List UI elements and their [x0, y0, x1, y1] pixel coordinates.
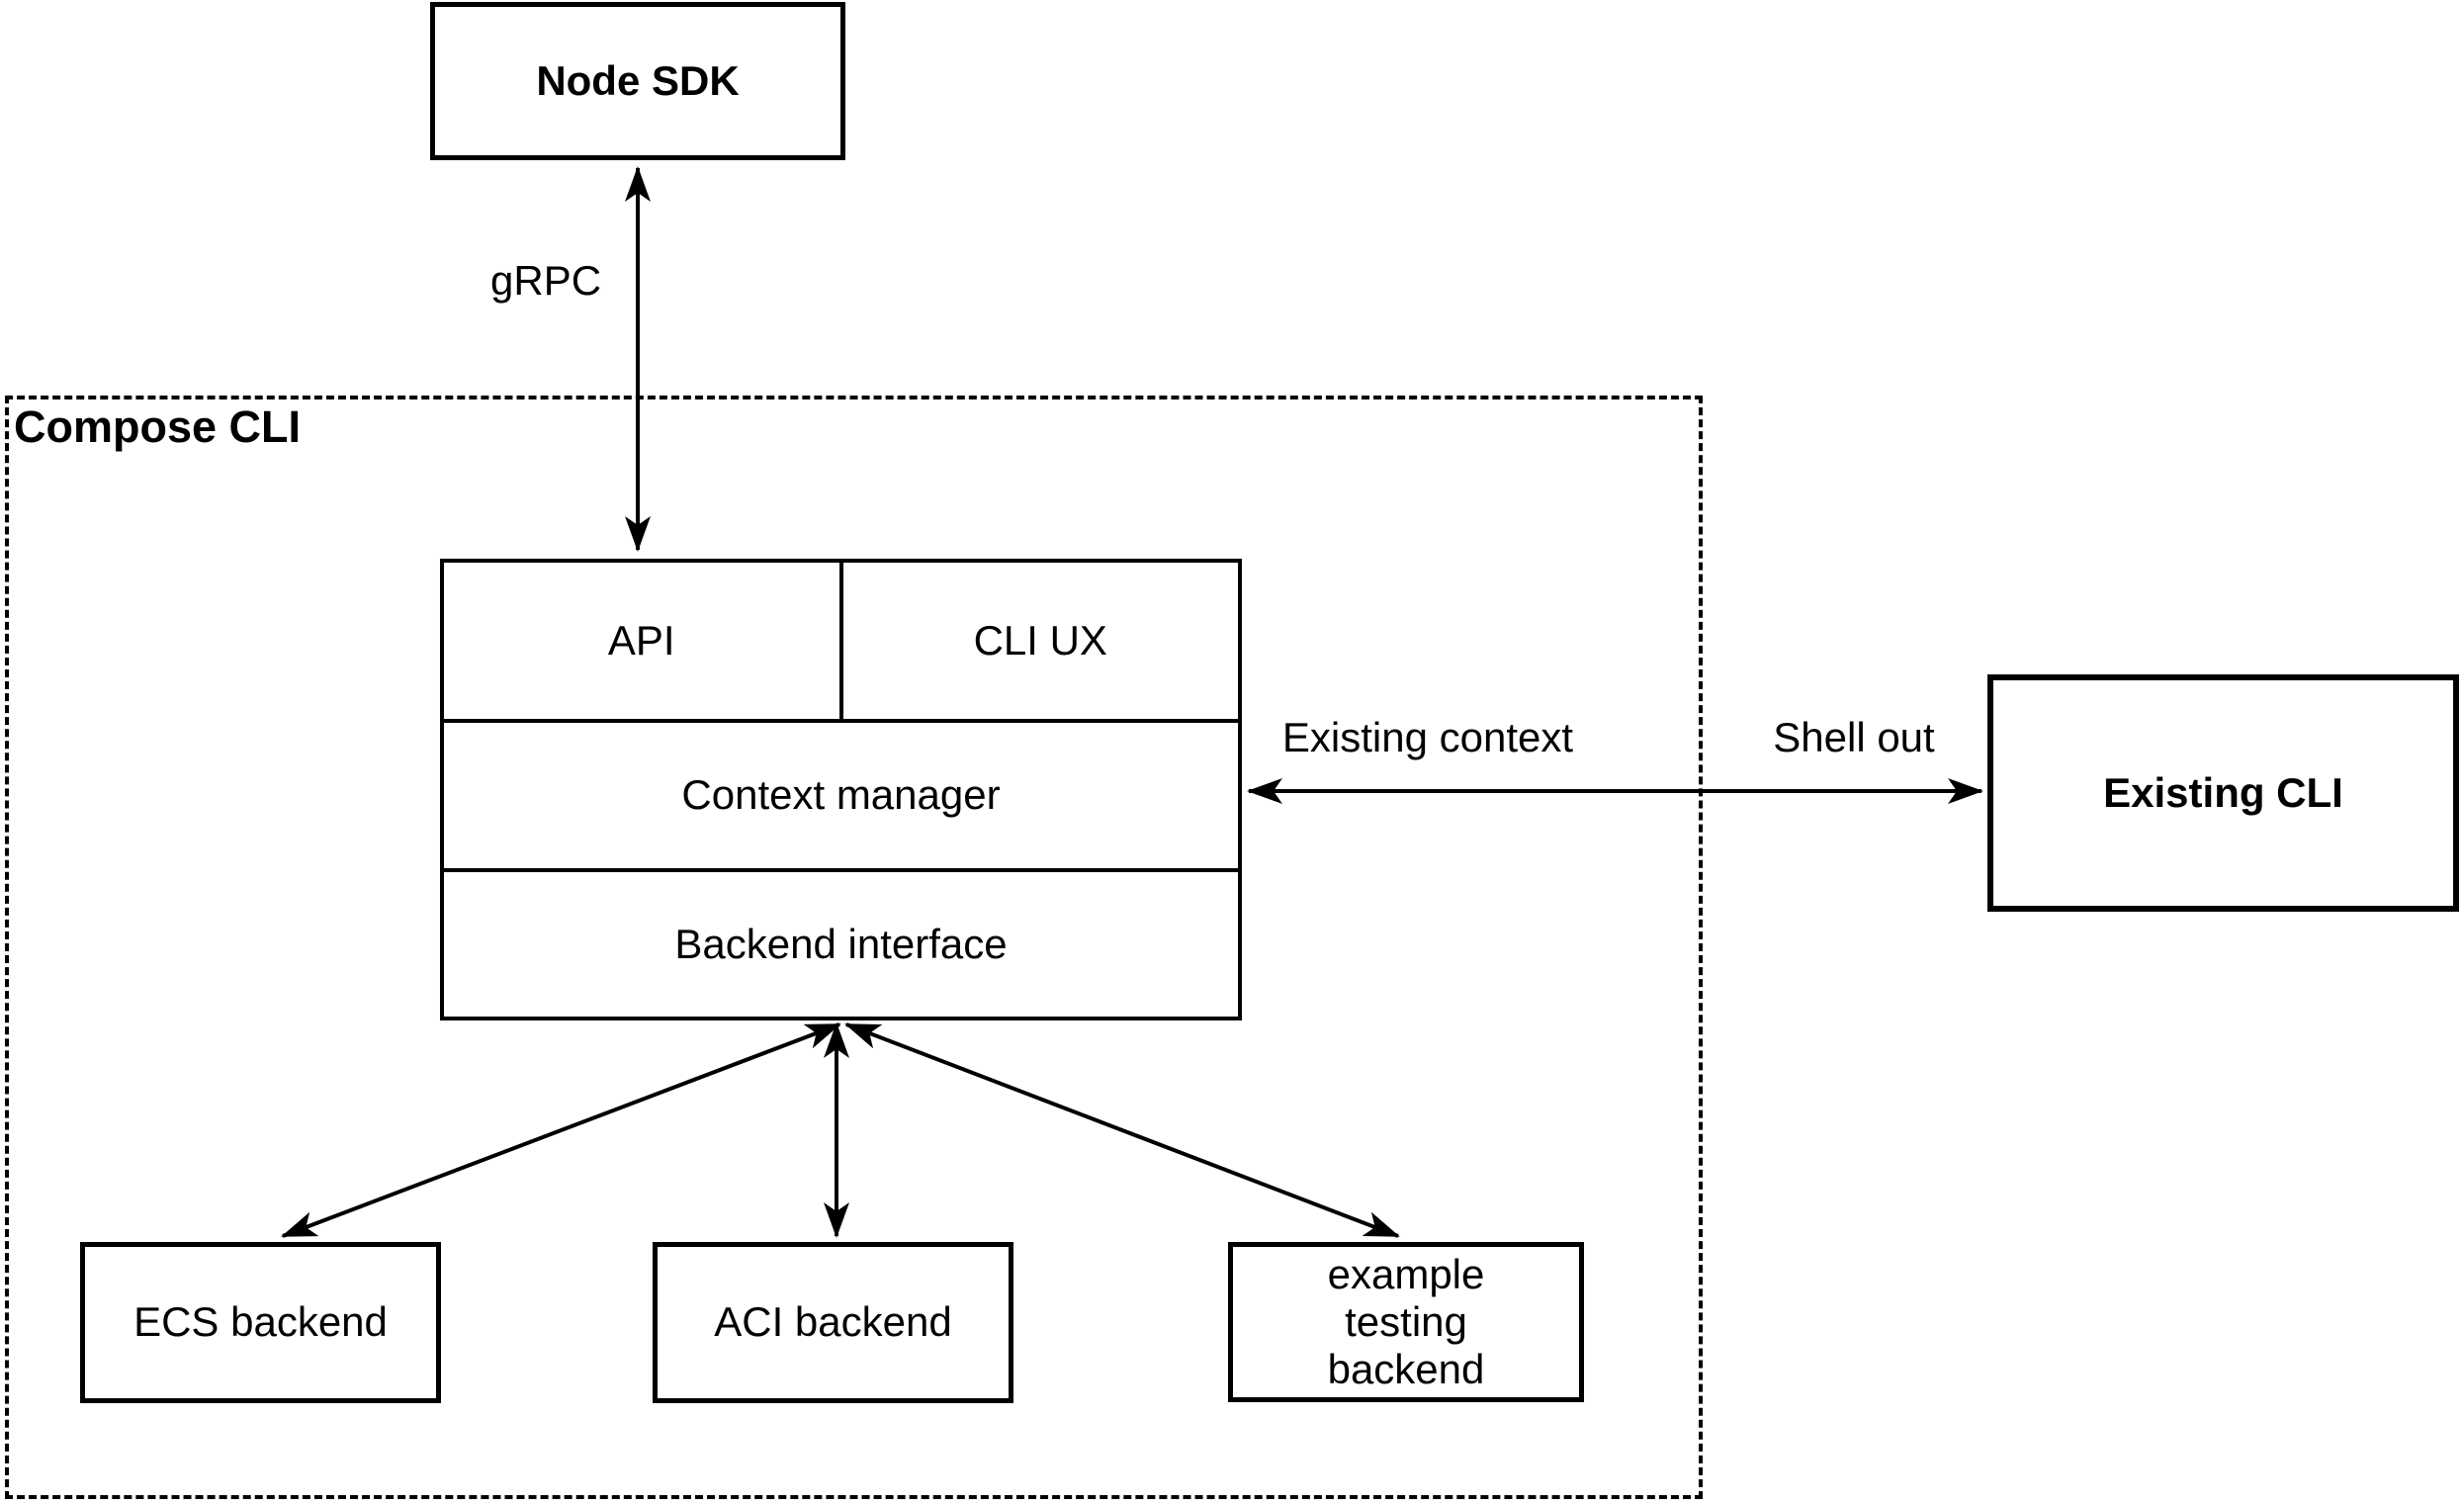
existing-context-edge-label: Existing context: [1250, 714, 1606, 761]
backend-interface-label: Backend interface: [674, 920, 1008, 967]
example-testing-backend-box: example testing backend: [1228, 1242, 1584, 1402]
compose-cli-core-stack: API CLI UX Context manager Backend inter…: [440, 559, 1242, 1020]
aci-backend-box: ACI backend: [653, 1242, 1013, 1403]
aci-backend-label: ACI backend: [714, 1298, 952, 1346]
backend-interface-box: Backend interface: [444, 871, 1238, 1017]
context-manager-box: Context manager: [444, 723, 1238, 868]
context-manager-row: Context manager: [444, 719, 1238, 868]
backend-interface-row: Backend interface: [444, 867, 1238, 1017]
shell-out-edge-label: Shell out: [1746, 714, 1962, 761]
cli-ux-box: CLI UX: [838, 563, 1238, 720]
existing-cli-box: Existing CLI: [1987, 674, 2459, 912]
grpc-edge-label: gRPC: [486, 257, 606, 305]
context-manager-label: Context manager: [681, 771, 1001, 819]
api-label: API: [607, 617, 675, 665]
compose-cli-group-label: Compose CLI: [14, 401, 302, 452]
ecs-backend-label: ECS backend: [133, 1298, 388, 1346]
cli-ux-label: CLI UX: [973, 617, 1107, 665]
api-cliux-row: API CLI UX: [444, 563, 1238, 720]
existing-cli-label: Existing CLI: [2103, 768, 2343, 816]
ecs-backend-box: ECS backend: [80, 1242, 441, 1403]
example-testing-backend-label: example testing backend: [1327, 1250, 1485, 1393]
api-box: API: [444, 563, 839, 720]
compose-cli-group: [5, 396, 1703, 1499]
node-sdk-label: Node SDK: [536, 56, 740, 104]
node-sdk-box: Node SDK: [430, 2, 845, 160]
